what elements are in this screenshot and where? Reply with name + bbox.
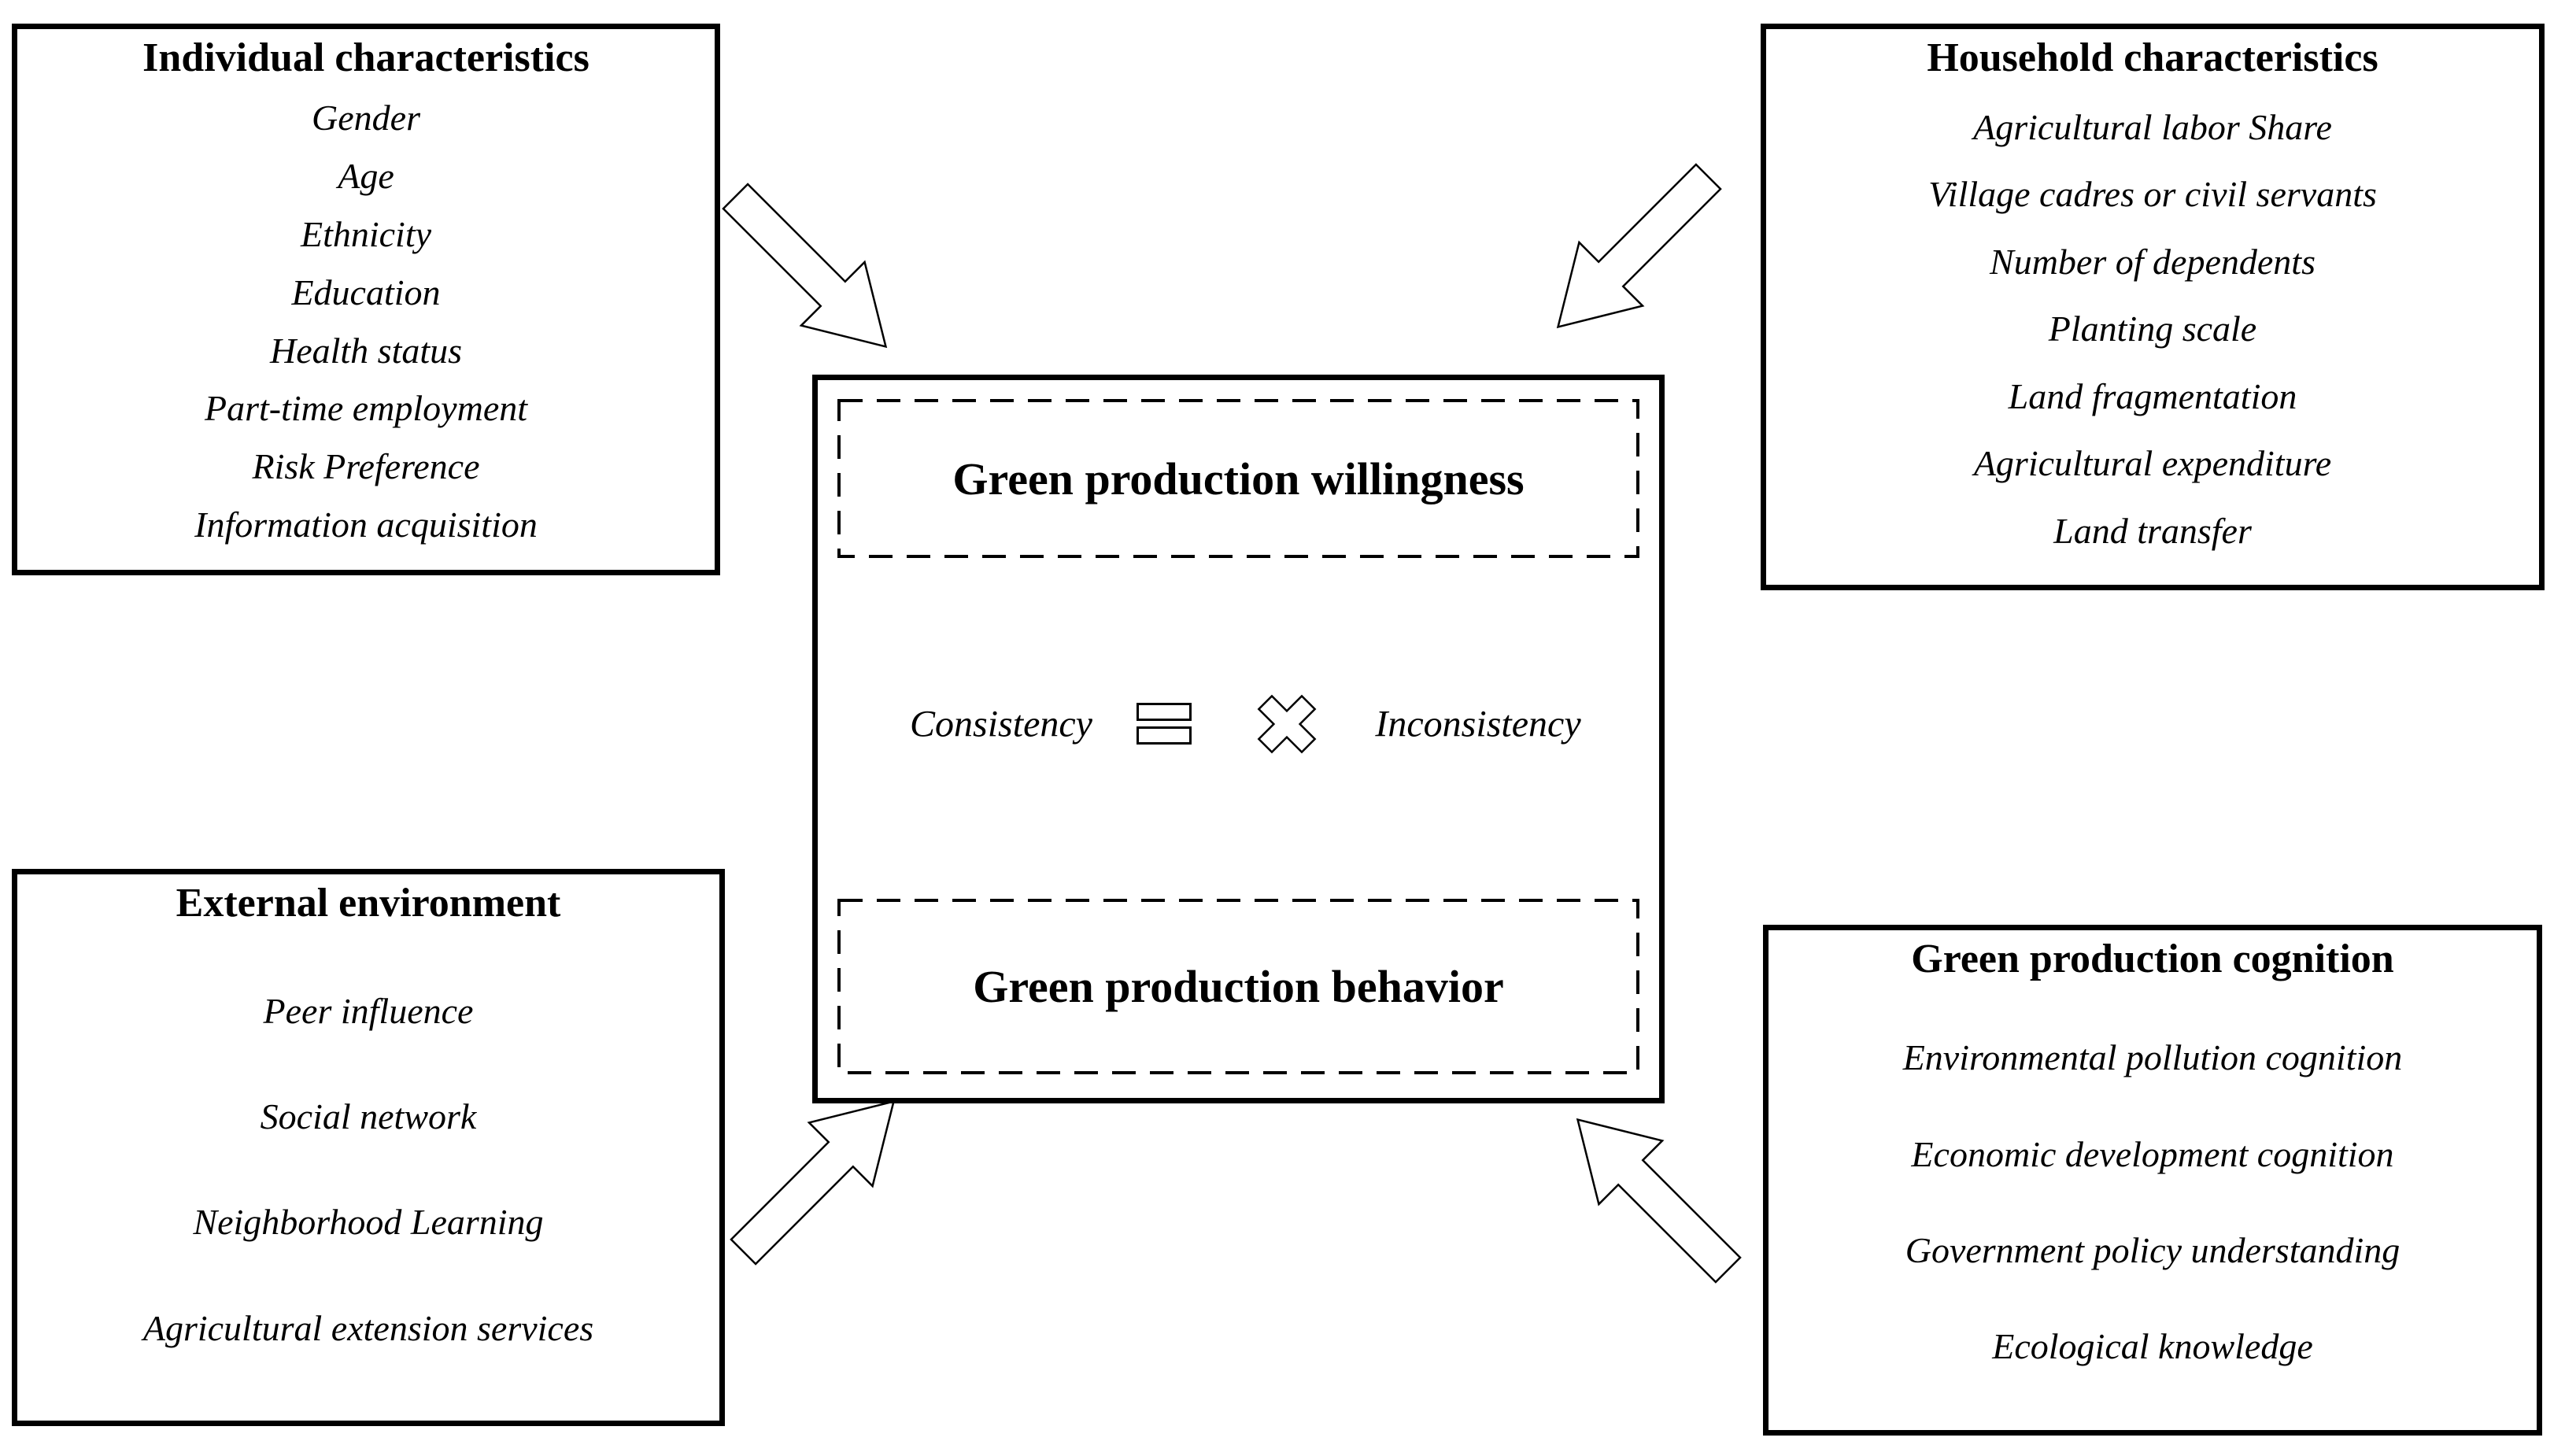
household-box-title: Household characteristics xyxy=(1927,35,2378,80)
cross-x-icon xyxy=(1257,694,1317,754)
box-item: Land fragmentation xyxy=(2008,375,2297,416)
box-item: Agricultural expenditure xyxy=(1973,443,2332,484)
box-item: Social network xyxy=(260,1096,477,1137)
household-characteristics-box: Household characteristics Agricultural l… xyxy=(1761,24,2545,590)
box-item: Government policy understanding xyxy=(1905,1230,2401,1270)
box-item: Ethnicity xyxy=(300,214,432,255)
box-item: Peer influence xyxy=(263,990,474,1031)
box-item: Information acquisition xyxy=(194,504,538,545)
box-item: Economic development cognition xyxy=(1911,1133,2394,1174)
box-item: Agricultural labor Share xyxy=(1973,107,2332,148)
block-arrow-cognition-to-center-icon xyxy=(1576,1118,1742,1284)
dashed-border xyxy=(837,899,1639,1074)
block-arrow-household-to-center-icon xyxy=(1556,163,1722,329)
inconsistency-label: Inconsistency xyxy=(1375,703,1581,745)
box-item: Health status xyxy=(269,330,463,371)
box-item: Number of dependents xyxy=(1990,241,2316,282)
box-item: Ecological knowledge xyxy=(1992,1326,2313,1367)
individual-box-title: Individual characteristics xyxy=(142,35,590,80)
block-arrow-individual-to-center-icon xyxy=(722,183,888,349)
behavior-title: Green production behavior xyxy=(973,961,1504,1012)
external-box-title: External environment xyxy=(176,881,561,926)
equals-icon xyxy=(1137,703,1192,745)
equals-bar xyxy=(1137,703,1192,721)
box-item: Age xyxy=(338,156,394,197)
box-item: Village cadres or civil servants xyxy=(1928,174,2377,215)
box-item: Neighborhood Learning xyxy=(193,1202,544,1243)
box-item: Land transfer xyxy=(2053,510,2252,551)
box-item: Gender xyxy=(312,98,420,139)
equals-bar xyxy=(1137,726,1192,745)
green-production-willingness-box: Green production willingness xyxy=(837,399,1639,558)
box-item: Education xyxy=(291,272,441,312)
box-item: Agricultural extension services xyxy=(142,1307,594,1348)
green-production-cognition-box: Green production cognition Environmental… xyxy=(1763,925,2542,1436)
box-item: Planting scale xyxy=(2048,309,2257,349)
central-framework-box: Green production willingness Green produ… xyxy=(812,375,1665,1103)
box-item: Risk Preference xyxy=(252,446,480,487)
willingness-title: Green production willingness xyxy=(952,453,1525,504)
box-item: Environmental pollution cognition xyxy=(1902,1037,2403,1078)
block-arrow-external-to-center-icon xyxy=(730,1099,896,1266)
box-item: Part-time employment xyxy=(204,388,528,429)
cognition-box-title: Green production cognition xyxy=(1911,937,2394,981)
green-production-behavior-box: Green production behavior xyxy=(837,899,1639,1074)
consistency-label: Consistency xyxy=(910,703,1092,745)
dashed-border xyxy=(837,399,1639,558)
